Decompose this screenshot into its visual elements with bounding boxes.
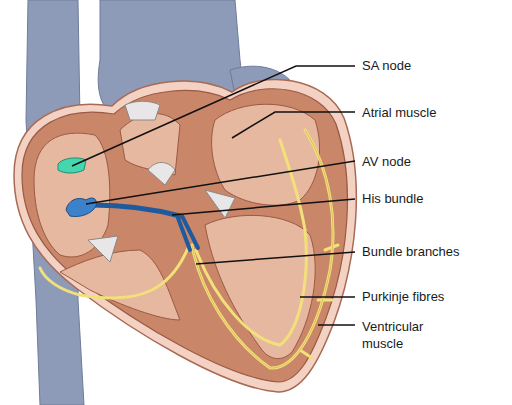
part-label: Atrial muscle	[362, 104, 502, 121]
leader-lines	[72, 66, 355, 325]
part-label: Purkinje fibres	[362, 288, 502, 305]
bundle-branches	[178, 216, 198, 250]
part-label: Bundle branches	[362, 243, 507, 260]
leader-line	[318, 324, 355, 326]
leader-line	[196, 252, 355, 264]
pulmonary-valve	[125, 101, 160, 120]
leader-line	[232, 112, 355, 138]
leader-line	[172, 199, 355, 215]
pericardium	[14, 79, 356, 392]
tricuspid-valve	[88, 236, 118, 262]
purkinje-outline	[192, 130, 333, 368]
his-bundle	[92, 205, 180, 216]
part-label: Ventricular muscle	[362, 318, 454, 352]
purkinje-fibres	[40, 130, 338, 368]
part-label: His bundle	[362, 190, 502, 207]
part-label: SA node	[362, 57, 502, 74]
leader-line	[72, 66, 355, 166]
av-node	[66, 198, 96, 217]
part-label: AV node	[362, 153, 502, 170]
leader-line	[86, 161, 355, 204]
leader-line	[300, 296, 355, 298]
heart-muscle	[22, 89, 347, 382]
left-atrium	[212, 104, 320, 205]
mitral-valve	[205, 190, 235, 218]
aortic-valve	[148, 163, 175, 186]
